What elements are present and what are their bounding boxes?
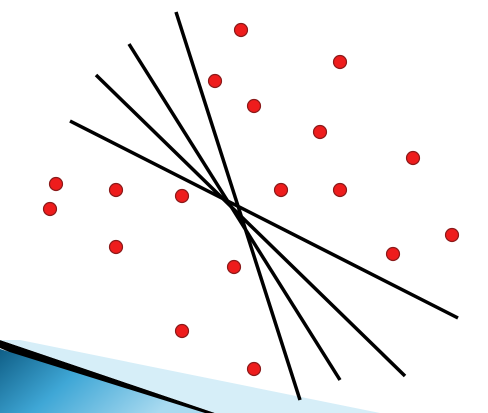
point-7	[48, 176, 64, 192]
points-group	[42, 22, 460, 377]
point-2	[332, 54, 348, 70]
point-6	[405, 150, 421, 166]
point-14	[385, 246, 401, 262]
corner-blue-band	[0, 349, 205, 413]
corner-light-band	[0, 340, 380, 413]
point-17	[174, 323, 190, 339]
point-3	[207, 73, 223, 89]
point-1	[233, 22, 249, 38]
point-4	[246, 98, 262, 114]
point-16	[226, 259, 242, 275]
point-8	[42, 201, 58, 217]
lines-group	[69, 11, 459, 401]
point-10	[174, 188, 190, 204]
point-13	[444, 227, 460, 243]
line-3	[94, 73, 407, 378]
corner-decoration	[0, 340, 380, 413]
line-4	[69, 119, 459, 320]
point-12	[332, 182, 348, 198]
point-15	[108, 239, 124, 255]
point-11	[273, 182, 289, 198]
point-5	[312, 124, 328, 140]
point-18	[246, 361, 262, 377]
point-9	[108, 182, 124, 198]
